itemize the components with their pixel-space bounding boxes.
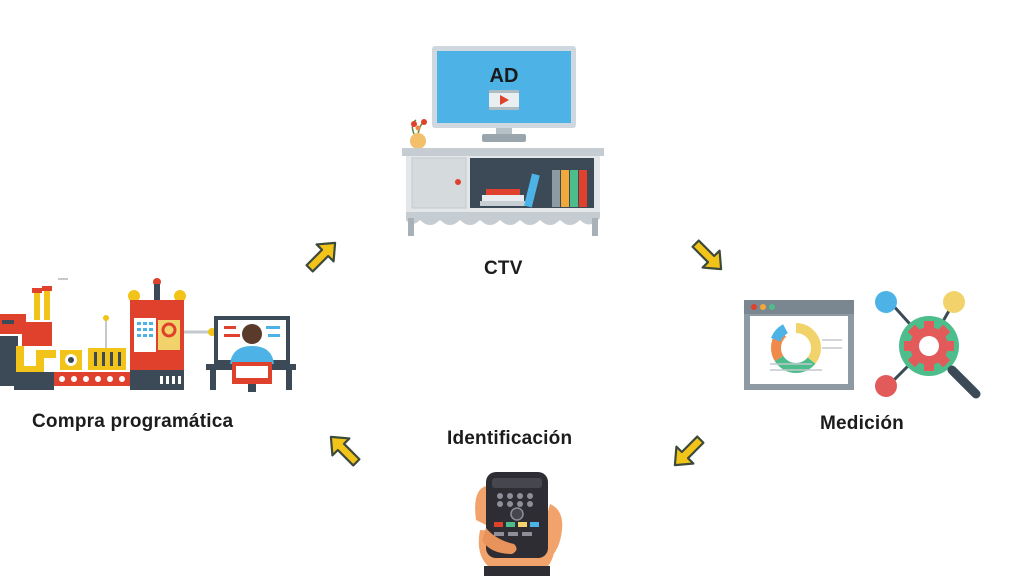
yellow-arrow-icon xyxy=(691,239,723,271)
magnifier-icon xyxy=(947,365,981,399)
yellow-arrow-icon xyxy=(673,435,705,467)
remote-control-hand-icon xyxy=(475,472,563,576)
tv-screen-text: AD xyxy=(490,65,519,87)
identification-label: Identificación xyxy=(447,428,573,449)
tv-cabinet-icon: AD xyxy=(402,46,604,236)
measurement-label: Medición xyxy=(820,413,904,434)
analytics-gear-icon xyxy=(744,291,981,399)
plant-icon xyxy=(410,119,427,149)
factory-workstation-icon xyxy=(0,278,296,392)
gear-icon xyxy=(899,316,959,376)
video-play-icon xyxy=(489,90,519,110)
yellow-arrow-icon xyxy=(329,435,361,467)
yellow-arrow-icon xyxy=(305,241,337,273)
donut-chart-icon xyxy=(769,321,823,375)
programmatic-label: Compra programática xyxy=(32,411,234,432)
ctv-label: CTV xyxy=(484,258,523,279)
